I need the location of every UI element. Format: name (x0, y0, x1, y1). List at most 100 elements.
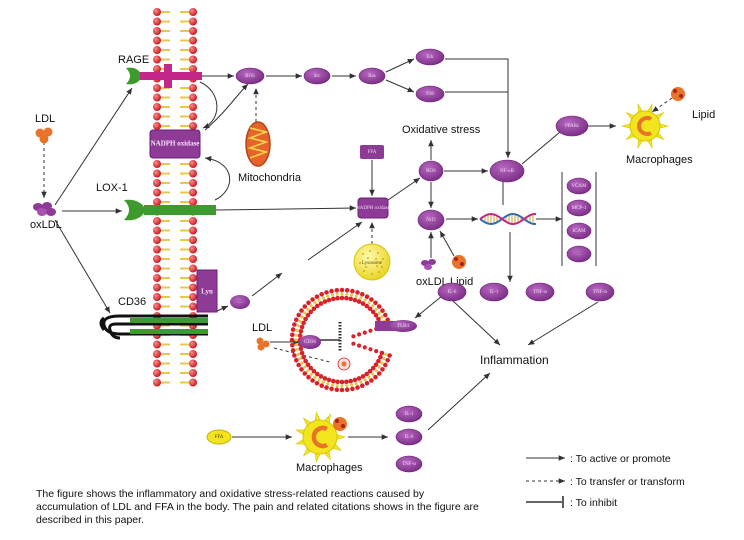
tnfa-node: TNF-α (525, 282, 555, 302)
arrow-lipid-mac (651, 97, 673, 113)
cd36-internal-node: CD36 (299, 335, 321, 349)
legend: : To active or promote : To transfer or … (526, 453, 685, 509)
ros-node-text: ROS (245, 74, 255, 79)
m-il1-node-text: IL-1 (405, 412, 414, 417)
m-tnf-node: TNF-α (395, 455, 423, 473)
cd36-membrane-node: ... (230, 295, 250, 309)
rage-label: RAGE (118, 54, 149, 66)
macrophages-bottom-label: Macrophages (296, 462, 363, 474)
nadph-top-text: NADPH oxidase (151, 140, 200, 148)
m-il6-node-text: IL-6 (405, 435, 414, 440)
ldl-particle-mid (256, 337, 270, 351)
adh-extra-node: ... (566, 245, 592, 263)
adh-extra-node-text: ... (577, 252, 581, 257)
ras-node-text: Ras (368, 74, 376, 79)
nfkb-node: NF-κB (489, 159, 525, 183)
il6-node: IL-6 (437, 282, 467, 302)
macrophages-right-label: Macrophages (626, 154, 693, 166)
nadph-oxidase-mid: NADPH oxidase (356, 197, 391, 219)
ros-mid-node: ROS (418, 160, 444, 182)
erk-node-text: Erk (426, 55, 434, 60)
oxldl-particle-mid (421, 259, 436, 270)
tnf-right-node: TNF-α (585, 282, 615, 302)
cell-membrane (153, 8, 197, 387)
vcam-node: VCAM (566, 177, 592, 195)
arrow-mcyt-infl (427, 372, 491, 431)
arrow-oxldl-cd36 (54, 219, 111, 314)
nadph-oxidase-membrane: NADPH oxidase (149, 129, 201, 159)
src-node-text: Src (314, 74, 321, 79)
oxldl-particle-left (33, 202, 56, 216)
arrow-tnf-infl (527, 301, 599, 346)
tlr-text: TLR4 (397, 324, 409, 329)
src-node: Src (303, 67, 331, 85)
lipid-particle-right (671, 87, 685, 101)
ffa-top-box: FFA (360, 145, 384, 159)
inflammation-label: Inflammation (480, 353, 549, 367)
ldl-label-left: LDL (35, 113, 55, 125)
tnf-right-node-text: TNF-α (593, 290, 607, 295)
legend-transfer: : To transfer or transform (570, 476, 685, 488)
arrow-rage-nadph (199, 81, 218, 129)
cd36-green-band-2 (130, 329, 208, 334)
oxidative-stress-label: Oxidative stress (402, 124, 481, 136)
arrow-src-nadphmid (307, 221, 363, 261)
dna-helix (479, 212, 537, 226)
m-tnf-node-text: TNF-α (402, 462, 416, 467)
mcp-node-text: MCP-1 (572, 206, 587, 211)
cd36-in-text: CD36 (304, 340, 316, 345)
il1-node: IL-1 (479, 282, 509, 302)
macrophage-bottom (295, 411, 347, 463)
nrf2-node-text: Nrf2 (426, 218, 436, 223)
arrow-erk-nfkb (445, 58, 511, 158)
ffa-bottom-node: FFA (206, 429, 232, 445)
arrow-lox1-nadph (204, 156, 230, 201)
nfkb-node-text: NF-κB (500, 169, 515, 174)
vcam-node-text: VCAM (571, 184, 587, 189)
lipid-particle-mid (452, 255, 466, 269)
arrow-oxldl-rage (54, 87, 133, 206)
lysosome-text: Lysosome (362, 261, 383, 266)
ros-mid-node-text: ROS (426, 169, 436, 174)
ppar-node-shape: PPARs (555, 115, 589, 137)
ffa-bottom-text: FFA (215, 435, 224, 440)
arrow-nfkb-ppar (521, 131, 561, 165)
m-il6-node: IL-6 (395, 428, 423, 446)
legend-inhibit: : To inhibit (570, 497, 617, 509)
p38-node-text: P38 (426, 92, 434, 97)
mcp-node: MCP-1 (566, 199, 592, 217)
oxldl-label-left: oxLDL (30, 219, 62, 231)
ffa-top-text: FFA (368, 150, 377, 155)
arrow-ras-p38 (385, 79, 415, 93)
arrow-nadphmid-rosmid (387, 177, 421, 201)
cd36-mem-text: ... (238, 300, 242, 305)
icam-node-text: ICAM (572, 229, 586, 234)
lyn-box: Lyn (196, 269, 218, 313)
lox1-label: LOX-1 (96, 182, 128, 194)
ppar-node-shape-text: PPARs (565, 124, 579, 129)
lipid-particle-vesicle (337, 357, 351, 371)
arrow-ras-erk (385, 58, 415, 73)
arrow-ldl-vesicle (273, 347, 331, 363)
arrow-il6-infl (451, 299, 501, 346)
icam-node: ICAM (566, 222, 592, 240)
mitochondria-organelle (245, 121, 271, 167)
il1-node-text: IL-1 (490, 290, 499, 295)
arrow-il6-tlr (414, 295, 443, 319)
lox1-receptor (124, 199, 216, 221)
il6-node-text: IL-6 (448, 290, 457, 295)
nadph-mid-text: NADPH oxidase (356, 206, 391, 211)
cd36-label: CD36 (118, 296, 146, 308)
cd36-receptor (99, 314, 208, 340)
erk-node: Erk (415, 48, 445, 66)
endocytic-vesicle (289, 287, 392, 393)
adhesion-column: VCAM MCP-1ICAM... (561, 172, 597, 266)
legend-promote: : To active or promote (570, 453, 671, 465)
ldl-label-mid: LDL (252, 322, 272, 334)
p38-node: P38 (415, 85, 445, 103)
mitochondria-label: Mitochondria (238, 172, 302, 184)
macrophage-right (620, 102, 670, 150)
nrf2-node: Nrf2 (417, 209, 445, 231)
arrow-lox1-nadphmid (215, 205, 357, 211)
